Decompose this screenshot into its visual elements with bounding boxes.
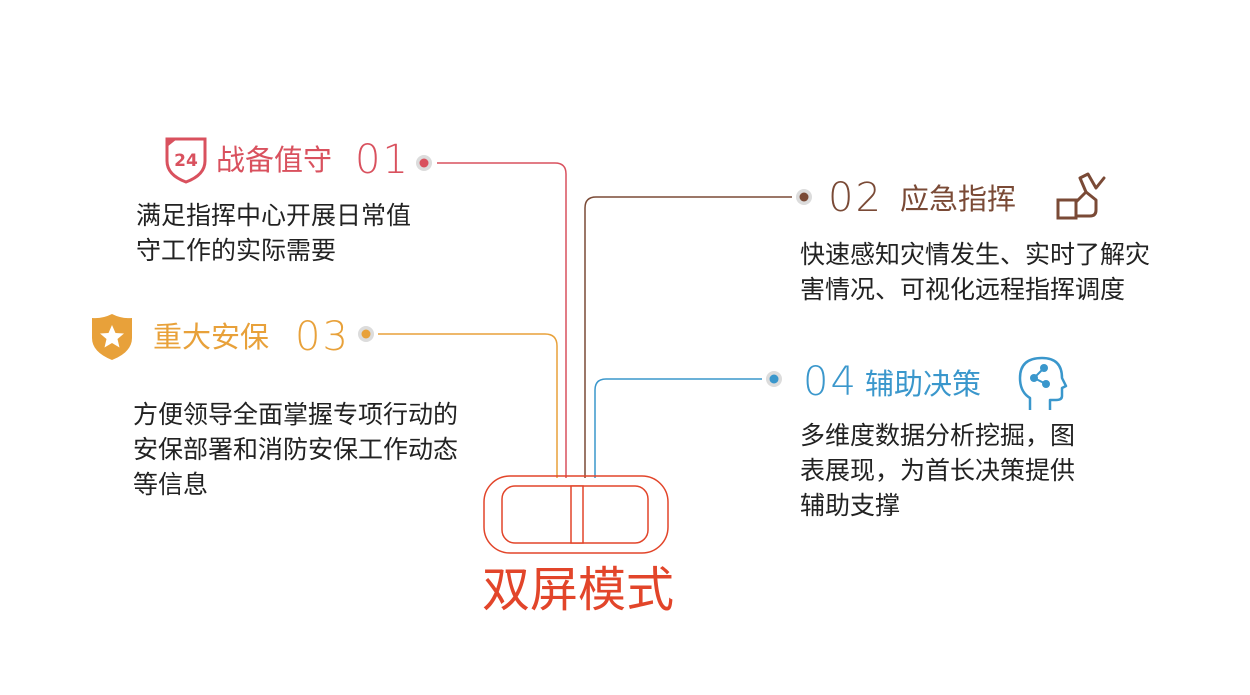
item-03-desc-line: 等信息 (133, 470, 209, 499)
shield-24-text: 24 (174, 151, 198, 171)
connector-04 (594, 378, 762, 478)
connector-02 (584, 196, 792, 478)
item-02-description: 快速感知灾情发生、实时了解灾 害情况、可视化远程指挥调度 (800, 237, 1150, 307)
item-02-title: 应急指挥 (900, 182, 1017, 216)
item-04-desc-line: 辅助支撑 (800, 491, 901, 520)
item-01-number: 01 (355, 137, 410, 183)
item-01-description: 满足指挥中心开展日常值 守工作的实际需要 (136, 198, 411, 268)
item-04-number: 04 (803, 359, 858, 405)
item-01-desc-line: 满足指挥中心开展日常值 (136, 201, 412, 230)
item-01-desc-line: 守工作的实际需要 (136, 236, 337, 265)
command-hand-icon (1056, 172, 1106, 220)
shield-star-icon (92, 314, 132, 360)
item-02-desc-line: 快速感知灾情发生、实时了解灾 (800, 240, 1151, 269)
item-04-description: 多维度数据分析挖掘，图 表展现，为首长决策提供 辅助支撑 (800, 418, 1075, 523)
connector-03 (378, 333, 558, 478)
item-03-description: 方便领导全面掌握专项行动的 安保部署和消防安保工作动态 等信息 (133, 397, 458, 502)
item-03-number: 03 (295, 314, 350, 360)
item-01-title: 战备值守 (216, 143, 333, 177)
item-02-number: 02 (828, 175, 883, 221)
item-04-desc-line: 多维度数据分析挖掘，图 (800, 421, 1076, 450)
item-03-desc-line: 安保部署和消防安保工作动态 (133, 435, 459, 464)
center-caption: 双屏模式 (482, 562, 675, 618)
item-04-title: 辅助决策 (865, 367, 982, 401)
connector-01 (437, 162, 567, 478)
item-04-desc-line: 表展现，为首长决策提供 (800, 456, 1076, 485)
item-03-desc-line: 方便领导全面掌握专项行动的 (133, 400, 459, 429)
item-03-title: 重大安保 (153, 320, 270, 354)
dual-screen-icon (483, 475, 669, 554)
head-network-icon (1018, 356, 1068, 410)
item-02-desc-line: 害情况、可视化远程指挥调度 (800, 275, 1126, 304)
shield-24-icon: 24 (165, 137, 207, 184)
